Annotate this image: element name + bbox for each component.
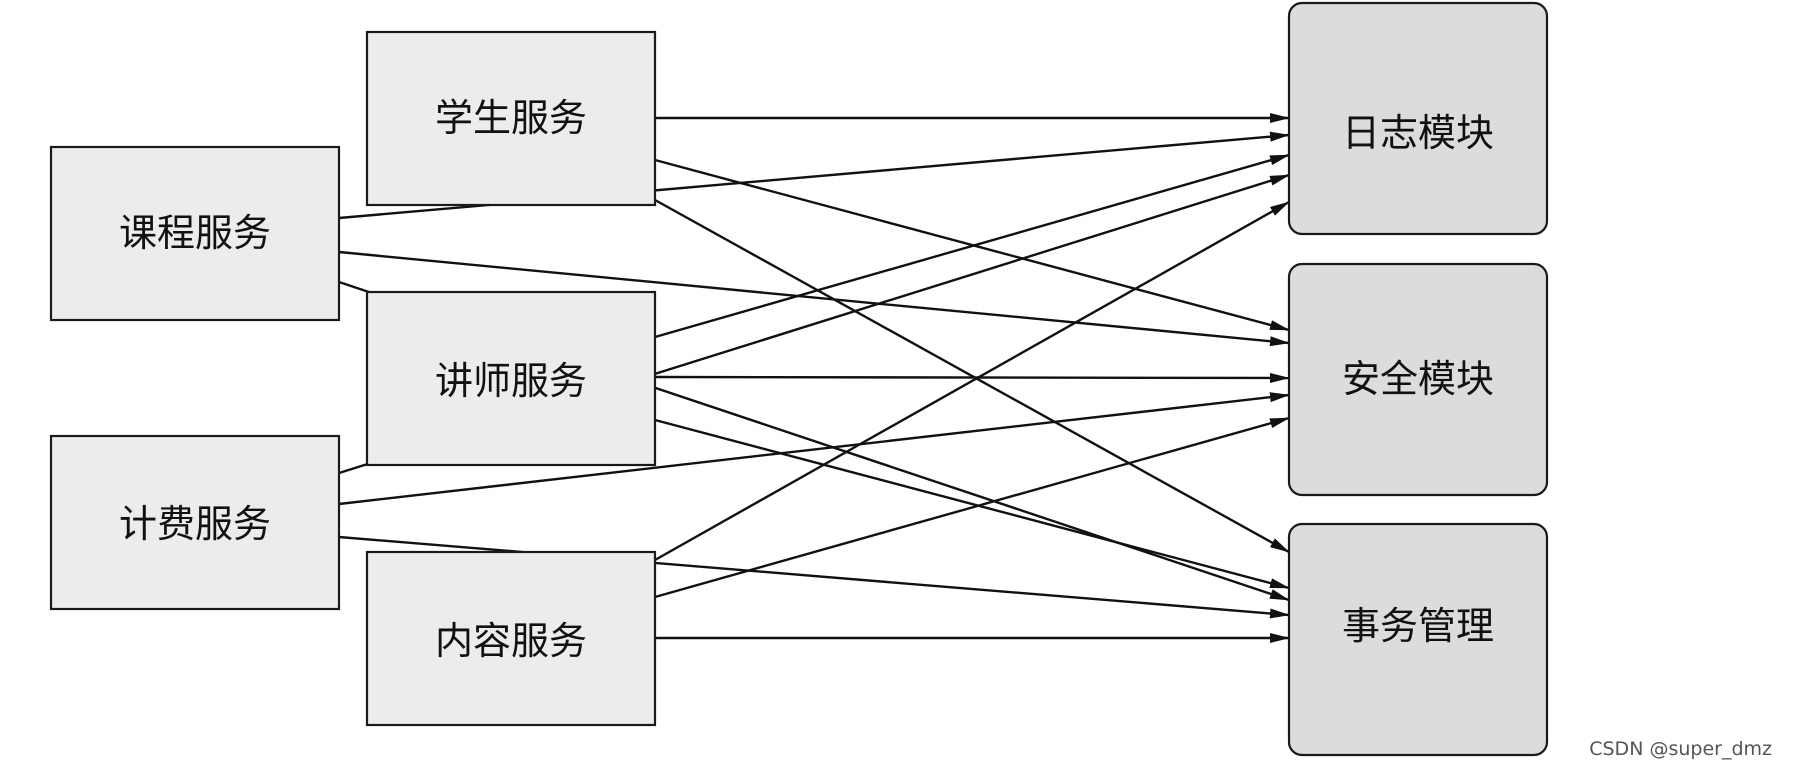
edge-billing-to-security: [338, 392, 1290, 506]
edge-content-to-log: [654, 200, 1290, 562]
service-box-billing: 计费服务: [49, 434, 341, 611]
service-box-teacher: 讲师服务: [365, 290, 657, 467]
module-box-transaction: 事务管理: [1287, 522, 1549, 757]
service-box-course: 课程服务: [49, 145, 341, 322]
edge-student-to-transaction: [654, 198, 1290, 554]
edge-teacher-to-security: [654, 372, 1290, 383]
module-label-log: 日志模块: [1342, 111, 1494, 155]
module-label-security: 安全模块: [1342, 357, 1494, 401]
edge-billing-to-transaction: [338, 535, 1290, 619]
service-label-content: 内容服务: [435, 619, 587, 663]
module-box-log: 日志模块: [1287, 1, 1549, 236]
service-label-course: 课程服务: [119, 211, 271, 255]
module-label-transaction: 事务管理: [1342, 604, 1494, 648]
watermark: CSDN @super_dmz: [1589, 738, 1772, 760]
service-label-teacher: 讲师服务: [435, 359, 587, 403]
edge-course-to-security: [338, 250, 1290, 347]
edge-teacher-to-transaction: [654, 418, 1290, 590]
service-box-student: 学生服务: [365, 30, 657, 207]
boxes-layer: 学生服务 课程服务 讲师服务 计费服务 内容服务 日志模块 安全模块: [49, 1, 1549, 757]
module-box-security: 安全模块: [1287, 262, 1549, 497]
service-label-billing: 计费服务: [119, 502, 271, 546]
edge-content-to-security: [654, 416, 1290, 599]
service-label-student: 学生服务: [435, 96, 587, 140]
service-box-content: 内容服务: [365, 550, 657, 727]
edge-teacher-to-log: [654, 153, 1290, 339]
